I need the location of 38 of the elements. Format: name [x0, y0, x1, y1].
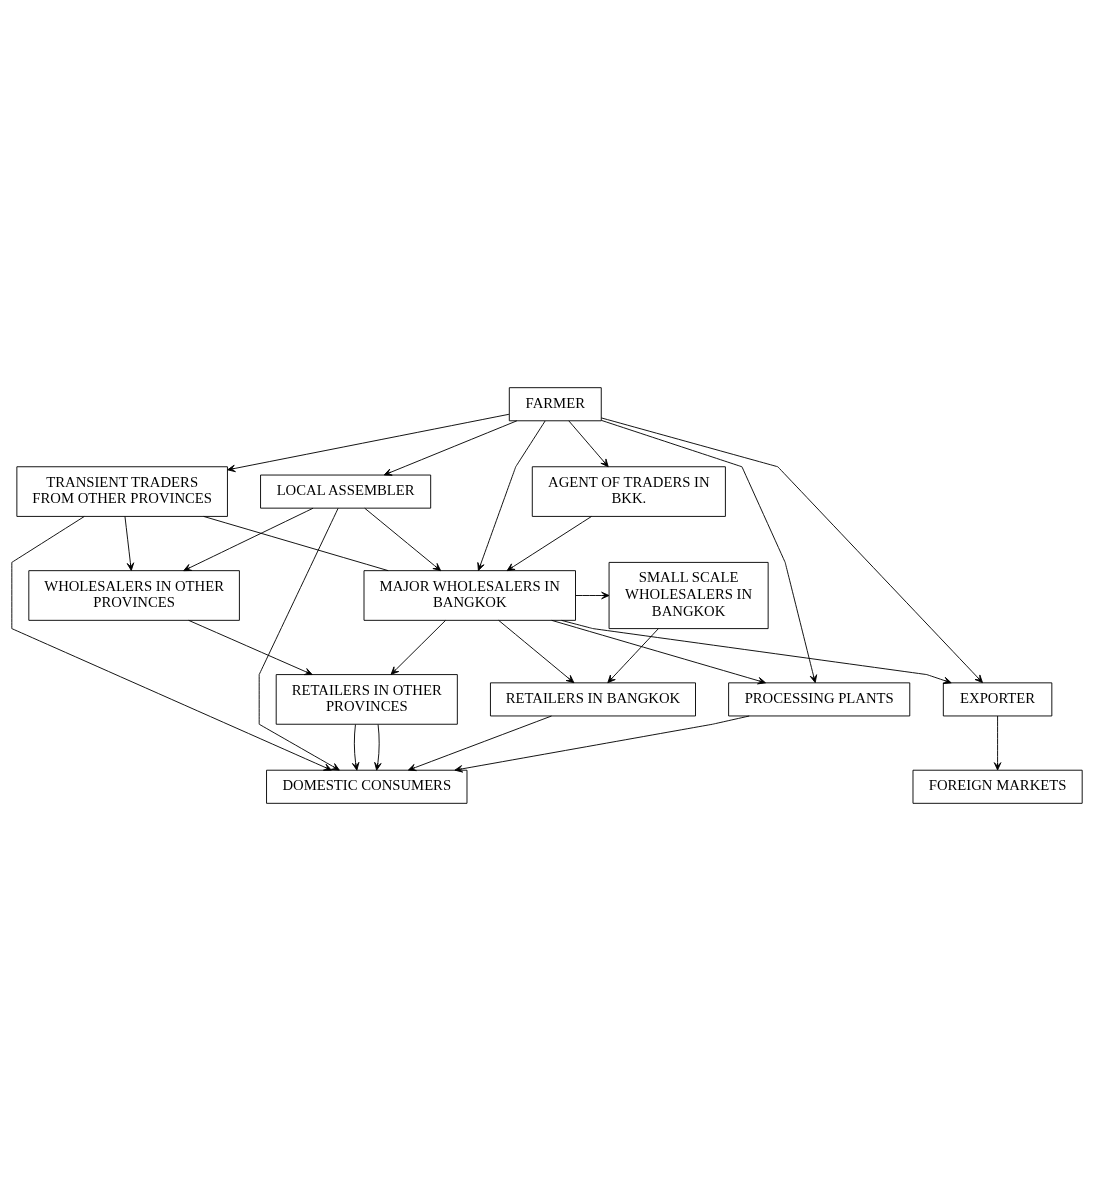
node-box: FARMER: [508, 387, 602, 422]
arrow: [600, 417, 983, 683]
node-box: FOREIGN MARKETS: [912, 769, 1083, 804]
connector: [203, 516, 389, 572]
arrow: [454, 715, 750, 773]
arrow: [390, 619, 447, 675]
arrow: [561, 619, 952, 685]
node-box: RETAILERS IN OTHER PROVINCES: [275, 674, 458, 725]
node-box: LOCAL ASSEMBLER: [260, 474, 432, 509]
arrow: [351, 724, 360, 771]
node-box: MAJOR WHOLESALERS IN BANGKOK: [363, 570, 576, 621]
arrow: [607, 628, 659, 684]
arrow: [477, 420, 546, 571]
node-box: AGENT OF TRADERS IN BKK.: [531, 466, 726, 517]
node-box: EXPORTER: [942, 682, 1053, 717]
node-box: TRANSIENT TRADERS FROM OTHER PROVINCES: [16, 466, 228, 517]
arrow: [11, 516, 332, 771]
arrow: [383, 420, 518, 476]
arrow: [575, 591, 610, 600]
node-box: RETAILERS IN BANGKOK: [490, 682, 696, 717]
arrow: [993, 715, 1002, 771]
node-box: WHOLESALERS IN OTHER PROVINCES: [28, 570, 240, 621]
arrow: [188, 619, 313, 676]
arrow: [551, 619, 766, 685]
node-box: SMALL SCALE WHOLESALERS IN BANGKOK: [608, 561, 769, 630]
arrow: [227, 413, 510, 473]
arrow: [374, 724, 382, 771]
arrow: [124, 516, 135, 571]
arrow: [568, 420, 609, 468]
arrow: [364, 507, 442, 572]
arrow: [498, 619, 575, 684]
arrow: [183, 507, 314, 572]
arrow: [506, 516, 592, 572]
node-box: DOMESTIC CONSUMERS: [266, 769, 468, 804]
arrow: [600, 419, 818, 684]
node-box: PROCESSING PLANTS: [728, 682, 911, 717]
arrow: [258, 507, 340, 771]
arrow: [407, 715, 552, 772]
